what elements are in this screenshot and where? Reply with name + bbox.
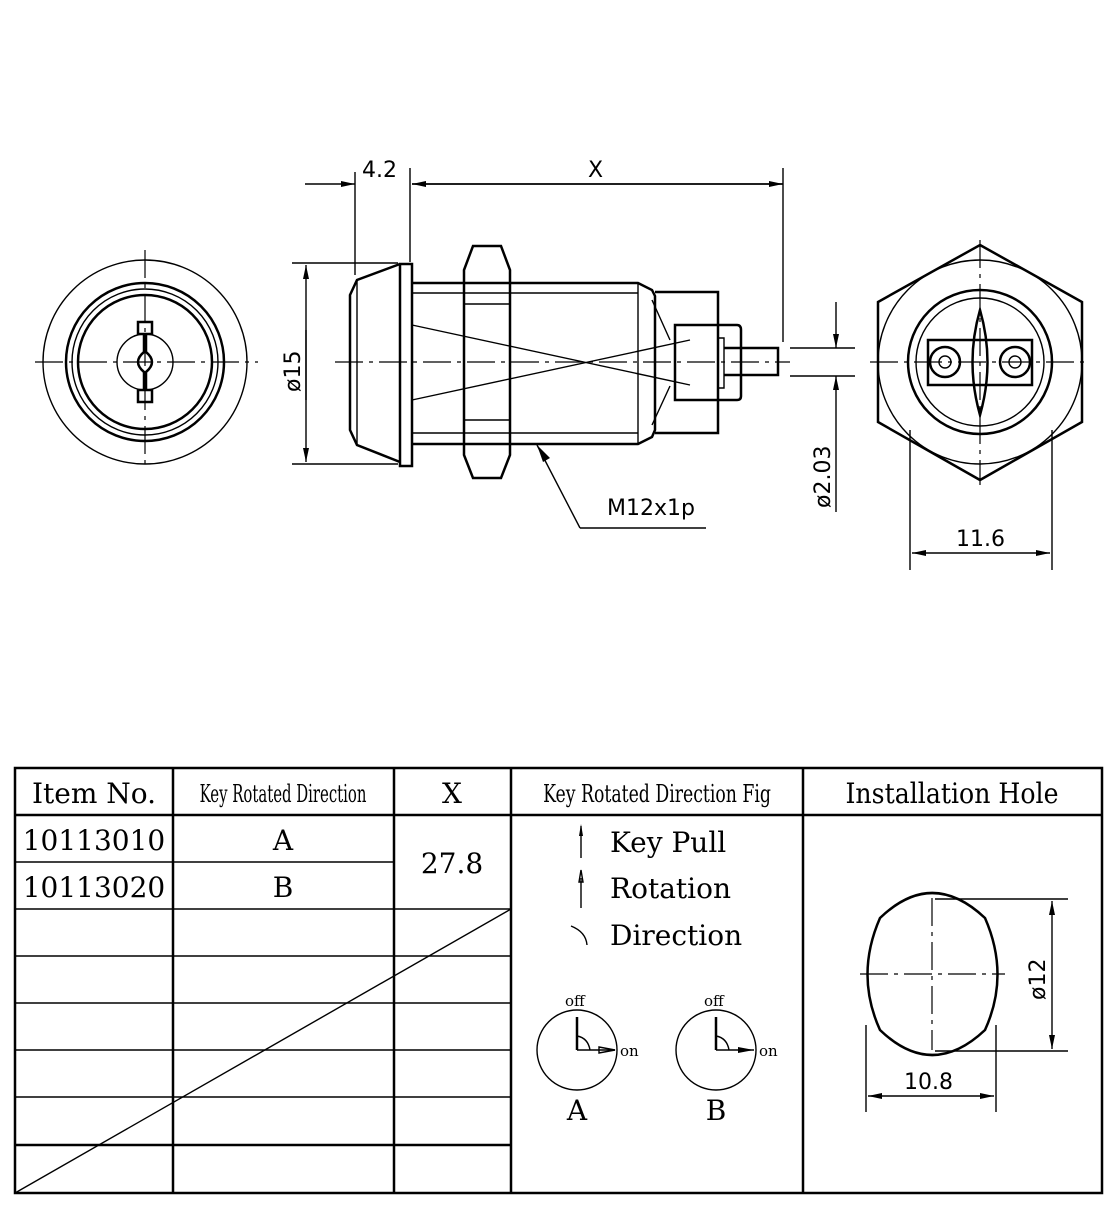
header-item-no: Item No. xyxy=(32,777,156,810)
fig-b: off on B xyxy=(675,992,778,1127)
dim-flange: 4.2 xyxy=(362,158,397,183)
legend-direction: Direction xyxy=(610,919,742,952)
direction-arc-icon xyxy=(570,925,588,946)
dim-hex: 11.6 xyxy=(956,527,1005,552)
header-key-rotated-direction: Key Rotated Direction xyxy=(200,779,367,808)
header-x: X xyxy=(442,777,462,810)
legend-key-pull: Key Pull xyxy=(610,826,726,859)
fig-a-label: A xyxy=(566,1094,588,1127)
rear-view: 11.6 xyxy=(870,240,1090,570)
hole-diameter: ø12 xyxy=(1026,959,1051,1000)
row-2-direction: B xyxy=(273,871,294,904)
row-2-item: 10113020 xyxy=(23,871,166,904)
fig-b-off-label: off xyxy=(704,992,725,1010)
hole-width: 10.8 xyxy=(904,1070,953,1095)
dim-diameter: ø15 xyxy=(281,351,306,392)
fig-a-off-label: off xyxy=(565,992,586,1010)
fig-b-label: B xyxy=(706,1094,727,1127)
installation-hole: ø12 10.8 xyxy=(860,891,1068,1112)
dim-thread: M12x1p xyxy=(607,496,695,521)
header-installation-hole: Installation Hole xyxy=(845,778,1058,811)
x-value: 27.8 xyxy=(421,847,483,880)
fig-a-on-label: on xyxy=(620,1042,639,1060)
side-view: 4.2 X ø15 M12x1p ø2.03 xyxy=(281,158,855,529)
legend-rotation: Rotation xyxy=(610,872,731,905)
dim-pin: ø2.03 xyxy=(811,446,836,508)
row-1-direction: A xyxy=(272,824,294,857)
fig-a: off on A xyxy=(536,992,639,1127)
spec-table: Item No. Key Rotated Direction X Key Rot… xyxy=(13,766,1104,1195)
header-direction-fig: Key Rotated Direction Fig xyxy=(543,780,771,808)
dim-length: X xyxy=(588,158,603,183)
front-view xyxy=(35,250,258,470)
fig-b-on-label: on xyxy=(759,1042,778,1060)
row-1-item: 10113010 xyxy=(23,824,166,857)
